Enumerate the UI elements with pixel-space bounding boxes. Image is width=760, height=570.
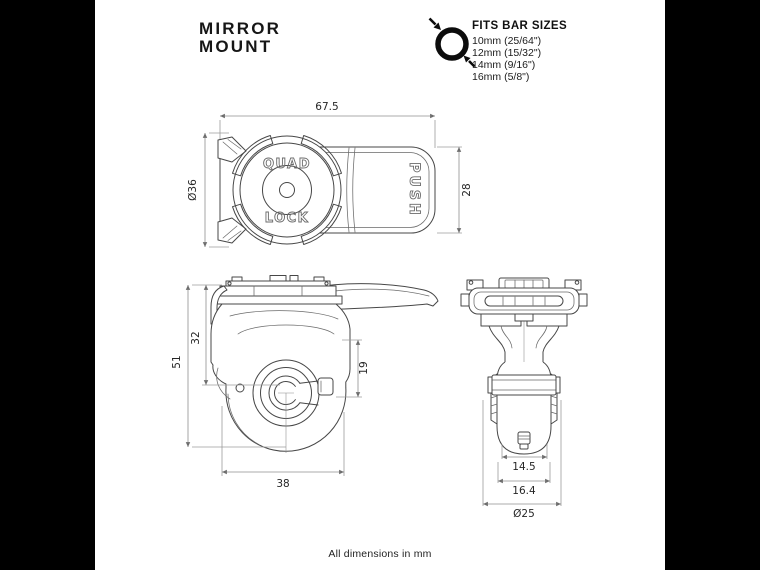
product-title-line2: MOUNT [199,36,273,56]
dim-label-clamp-diameter: Ø25 [513,508,535,520]
dim-outer-width: 16.4 [497,462,551,497]
bar-diameter-icon [427,15,477,76]
bar-size-item: 10mm (25/64") [472,35,542,47]
product-title-line1: MIRROR [199,19,282,38]
top-view-drawing: 67.5 Ø36 28 PUSH [185,96,480,265]
adjacent-image-panel-right[interactable] [665,0,760,570]
lock-label: LOCK [265,211,310,226]
side-view-part [210,275,439,453]
dim-label-arm-width: 28 [461,183,473,196]
quad-label: QUAD [263,157,311,172]
fits-bar-sizes-heading: FITS BAR SIZES [472,20,568,32]
front-view-drawing: 14.5 16.4 Ø25 [455,272,605,527]
dimensions-note: All dimensions in mm [328,548,432,560]
adjacent-image-panel-left[interactable] [0,0,95,570]
bar-size-item: 12mm (15/32") [472,47,542,59]
dim-label-top-to-bar: 32 [190,331,202,344]
front-view-part [460,277,588,455]
dim-plate-to-bar: 19 [336,339,370,398]
side-view-drawing: 51 32 19 38 [158,272,453,502]
dim-inner-width: 14.5 [501,444,548,473]
dim-top-to-bar: 32 [190,285,280,386]
product-title: MIRROR MOUNT [199,20,281,55]
push-label: PUSH [406,162,422,217]
dim-label-width: 67.5 [315,101,338,113]
clamp-jaws [217,136,247,244]
bar-size-item: 14mm (9/16") [472,59,536,71]
fits-bar-sizes: FITS BAR SIZES 10mm (25/64") 12mm (15/32… [472,20,567,83]
dim-label-head-diameter: Ø36 [187,179,199,201]
dim-label-body-width: 38 [276,478,289,490]
dim-label-outer-width: 16.4 [512,485,536,497]
bar-diameter-arrows [428,17,476,68]
dim-clamp-diameter: Ø25 [482,400,562,520]
quad-lock-head: QUAD LOCK [232,135,342,245]
dim-label-plate-to-bar: 19 [358,361,370,374]
dim-total-height: 51 [171,284,286,448]
dim-label-inner-width: 14.5 [512,461,535,473]
bar-size-item: 16mm (5/8") [472,71,530,83]
dim-top-width: 67.5 [219,101,436,148]
dim-arm-width: 28 [437,146,473,234]
dim-body-width: 38 [221,406,345,490]
dim-head-diameter: Ø36 [187,132,229,248]
dim-label-total-height: 51 [171,355,183,368]
